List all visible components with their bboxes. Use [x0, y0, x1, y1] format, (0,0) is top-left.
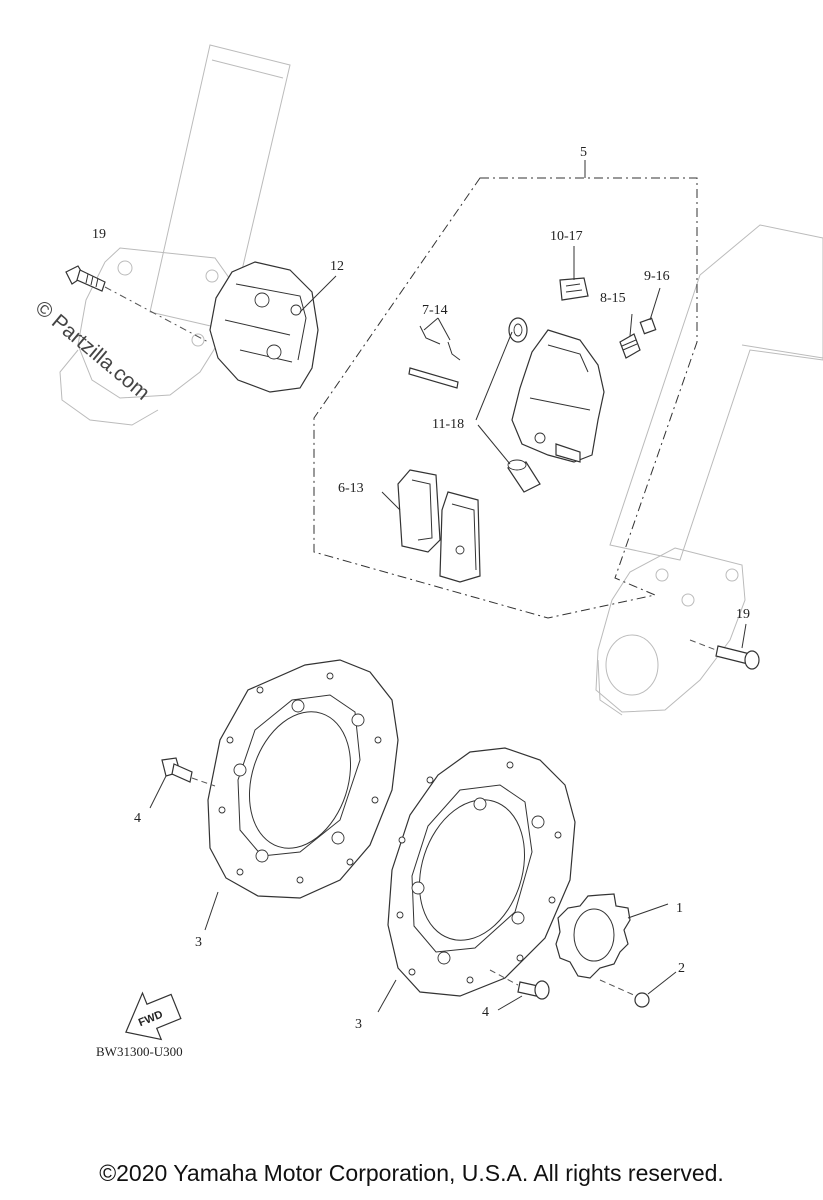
callout-2: 2: [678, 961, 685, 976]
brake-pads-6-13: [381, 469, 481, 583]
callout-1: 1: [676, 901, 683, 916]
callout-4-left: 4: [134, 811, 141, 826]
callout-19-left: 19: [92, 227, 106, 242]
callout-7-14: 7-14: [422, 303, 448, 318]
disc-bolt-4-right: [489, 969, 550, 1011]
callout-3-left: 3: [195, 935, 202, 950]
callout-5: 5: [580, 145, 587, 160]
caliper-body: [511, 329, 605, 463]
pad-spring-10-17: [559, 246, 589, 301]
watermark: © Partzilla.com: [31, 296, 154, 405]
bolt-19-right: [689, 623, 760, 670]
copyright-notice: ©2020 Yamaha Motor Corporation, U.S.A. A…: [99, 1160, 724, 1186]
disc-bolt-4-left: [149, 757, 216, 809]
assembly-boundary-5: [313, 177, 698, 619]
bleed-screw-8-15: [619, 313, 641, 359]
callout-19-right: 19: [736, 607, 750, 622]
callout-8-15: 8-15: [600, 291, 626, 306]
sensor-rotor-1: [555, 893, 669, 979]
pad-pin-clip-7-14: [408, 317, 461, 389]
callout-4-right: 4: [482, 1005, 489, 1020]
callout-9-16: 9-16: [644, 269, 670, 284]
callout-10-17: 10-17: [550, 229, 583, 244]
piston-boot: [508, 317, 528, 343]
callout-6-13: 6-13: [338, 481, 364, 496]
callout-12: 12: [330, 259, 344, 274]
brake-disc-3-left: [204, 659, 399, 931]
callout-3-right: 3: [355, 1017, 362, 1032]
callout-11-18: 11-18: [432, 417, 464, 432]
bleed-cap-9-16: [639, 287, 661, 335]
piston-11-18: [475, 331, 541, 493]
bolt-19-left: [65, 265, 211, 344]
forward-arrow: [125, 991, 182, 1041]
rotor-screw-2: [599, 971, 677, 1008]
diagram-code: BW31300-U300: [96, 1044, 183, 1059]
brake-disc-3-right: [377, 747, 576, 1013]
caliper-assembly-12: [209, 261, 337, 393]
right-fork-leg: [595, 224, 823, 716]
